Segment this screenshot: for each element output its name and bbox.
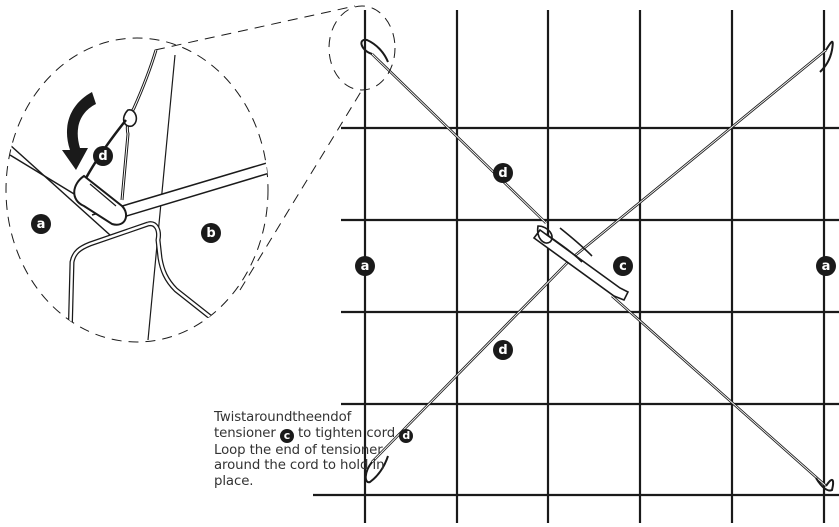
label-chips: d a b d d c a a xyxy=(31,146,836,360)
instruction-line-3: Loop the end of tensioner xyxy=(214,442,383,458)
corner-loop-br xyxy=(815,477,835,492)
instruction-line-2: tensioner c to tighten cord d xyxy=(214,425,414,443)
instruction-text-part: to tighten cord xyxy=(298,425,396,441)
corner-loop-bl xyxy=(364,455,389,484)
callout-lines xyxy=(5,5,396,343)
label-a-detail: a xyxy=(31,214,51,234)
panel-bar-b xyxy=(91,161,268,219)
instruction-line-5: place. xyxy=(214,473,254,489)
label-text: d xyxy=(498,166,507,181)
word: the xyxy=(292,410,314,425)
label-c-tensioner: c xyxy=(613,256,633,276)
word: of xyxy=(338,410,352,425)
inline-label-d: d xyxy=(399,428,414,443)
label-text: d xyxy=(498,343,507,358)
label-d-upper: d xyxy=(493,163,513,183)
corner-loop-tl xyxy=(360,38,389,63)
label-a-left: a xyxy=(355,256,375,276)
label-text: a xyxy=(361,259,370,274)
detail-circle xyxy=(5,37,269,343)
callout-circle-small xyxy=(328,5,396,91)
label-text: b xyxy=(206,226,215,241)
inline-label-c: c xyxy=(279,428,294,443)
label-a-right: a xyxy=(816,256,836,276)
instruction-text-part: tensioner xyxy=(214,425,276,441)
loop-detail xyxy=(73,174,128,226)
label-d-lower: d xyxy=(493,340,513,360)
word: around xyxy=(246,410,293,425)
detail-view xyxy=(9,49,268,341)
instruction-line-1: Twist around the end of xyxy=(214,410,351,426)
label-text: c xyxy=(619,259,627,274)
twist-arrow-icon xyxy=(62,92,96,170)
corner-loop-tr xyxy=(819,40,834,73)
tensioner xyxy=(532,225,630,302)
rod-left xyxy=(67,221,149,341)
instruction-text: Twist around the end of tensioner c to t… xyxy=(214,410,414,489)
cord-diagonal-2 xyxy=(371,48,827,463)
cord-lines xyxy=(360,38,835,492)
label-text: d xyxy=(98,149,107,164)
instruction-line-4: around the cord to hold in xyxy=(214,458,385,474)
label-b-detail: b xyxy=(201,223,221,243)
label-d-detail: d xyxy=(93,146,113,166)
word: Twist xyxy=(214,410,247,425)
label-text: a xyxy=(37,217,46,232)
label-text: a xyxy=(822,259,831,274)
word: end xyxy=(313,410,339,425)
